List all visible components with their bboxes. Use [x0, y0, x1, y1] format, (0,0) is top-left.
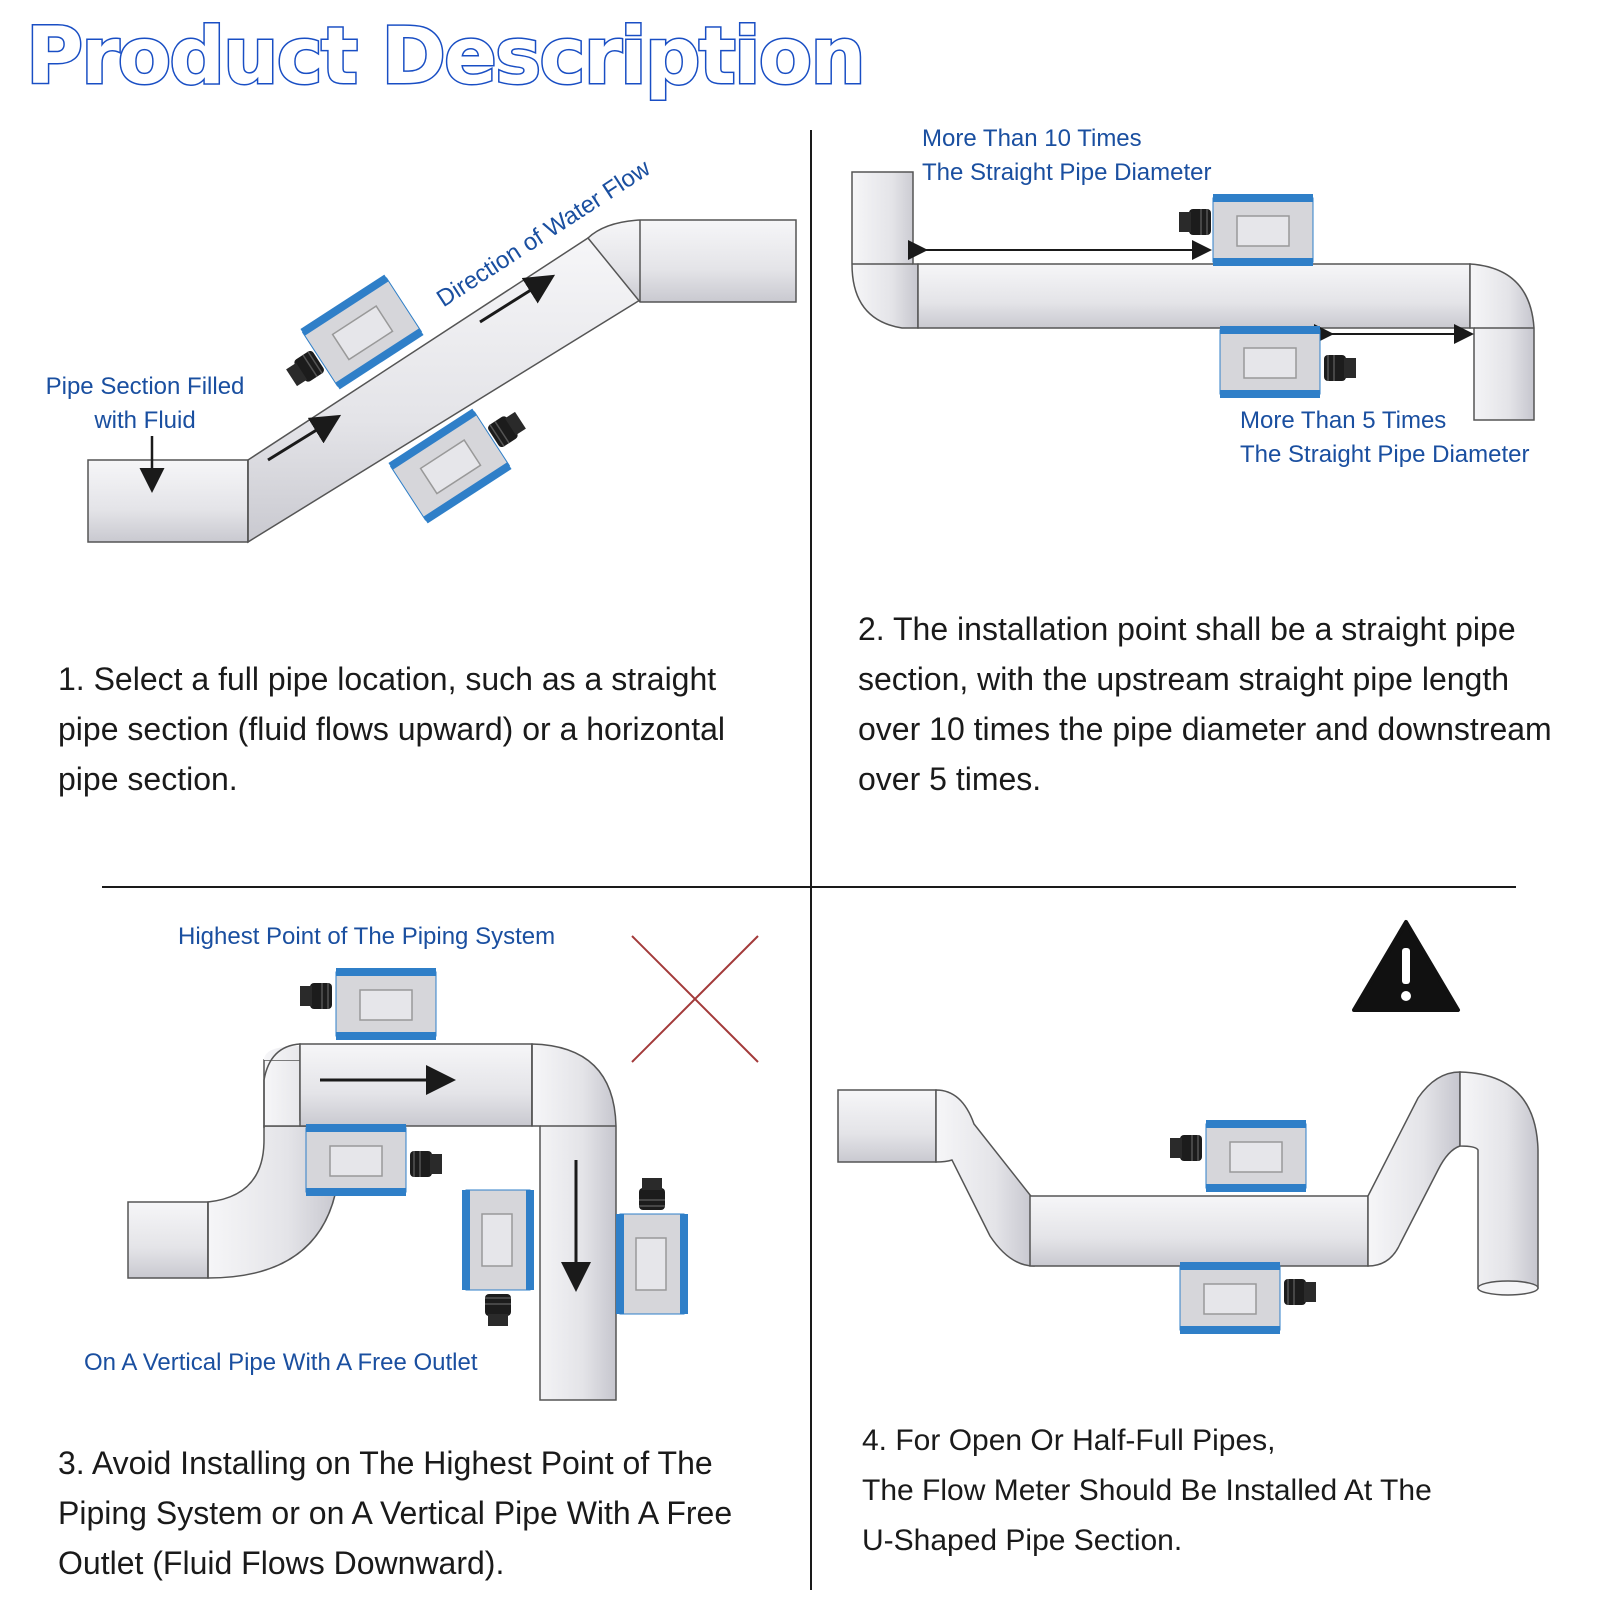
panel4-description: 4. For Open Or Half-Full Pipes, The Flow…: [862, 1424, 1432, 1557]
panel4-pipe-illustration: [837, 920, 1539, 1335]
panel2-description: 2. The installation point shall be a str…: [858, 611, 1552, 797]
panel1-pipe-illustration: [87, 219, 797, 544]
vertical-divider: [810, 130, 812, 1590]
horizontal-divider: [102, 886, 1516, 888]
panel3-pipe-illustration: [127, 935, 759, 1401]
cross-mark-icon: [631, 935, 759, 1063]
panel1-description: 1. Select a full pipe location, such as …: [58, 661, 725, 797]
label-pipe-filled: Pipe Section Filled with Fluid: [45, 373, 245, 434]
sensor-ushape-bottom: [1179, 1261, 1317, 1335]
panel3-description: 3. Avoid Installing on The Highest Point…: [58, 1445, 733, 1581]
page-title: Product Description: [25, 12, 868, 102]
warning-triangle-icon: [1352, 920, 1460, 1012]
sensor-ushape-top: [1169, 1119, 1307, 1193]
label-highest-point: Highest Point of The Piping System: [178, 923, 556, 950]
label-upstream-length: More Than 10 Times The Straight Pipe Dia…: [922, 125, 1212, 186]
panel2-pipe-illustration: [851, 171, 1535, 421]
label-vertical-free-outlet: On A Vertical Pipe With A Free Outlet: [84, 1349, 478, 1376]
label-downstream-length: More Than 5 Times The Straight Pipe Diam…: [1240, 407, 1530, 468]
